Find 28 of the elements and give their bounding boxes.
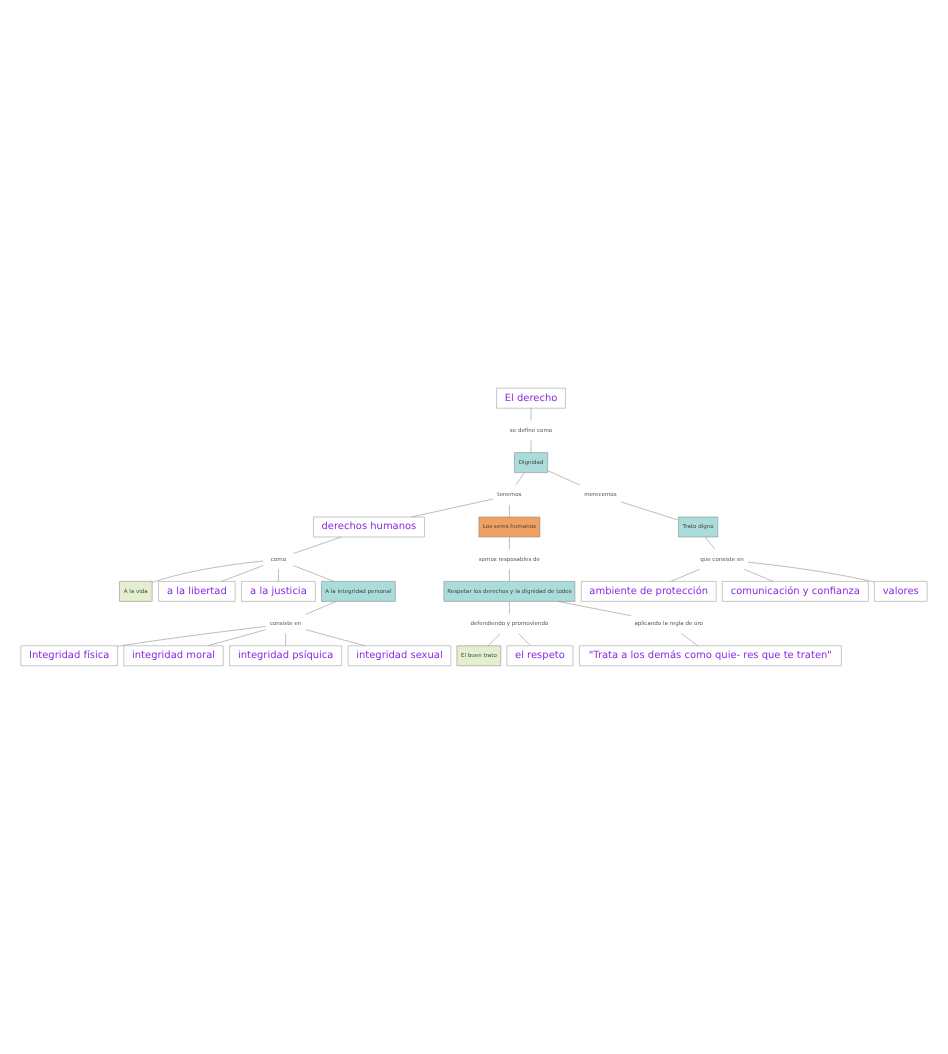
connector — [285, 633, 286, 647]
connector — [509, 504, 510, 518]
connector — [207, 629, 266, 647]
connector — [278, 568, 279, 582]
connector — [509, 536, 510, 550]
connector — [221, 565, 264, 582]
connector — [293, 536, 342, 554]
connector — [305, 629, 366, 647]
connector — [515, 472, 525, 486]
connector — [518, 633, 531, 647]
connector — [487, 633, 501, 647]
connector — [305, 601, 337, 615]
connector — [681, 633, 698, 647]
connector — [293, 565, 335, 582]
connector — [117, 626, 266, 647]
connector — [557, 601, 631, 616]
connector — [620, 501, 679, 521]
connector — [530, 440, 532, 453]
connector — [530, 408, 532, 421]
connector — [670, 568, 700, 582]
connector — [509, 568, 510, 582]
connector — [747, 561, 875, 583]
connector — [151, 560, 264, 583]
connector — [509, 601, 510, 614]
connector — [705, 536, 716, 550]
connector — [744, 568, 774, 582]
connector — [411, 498, 494, 518]
connector — [547, 470, 581, 486]
